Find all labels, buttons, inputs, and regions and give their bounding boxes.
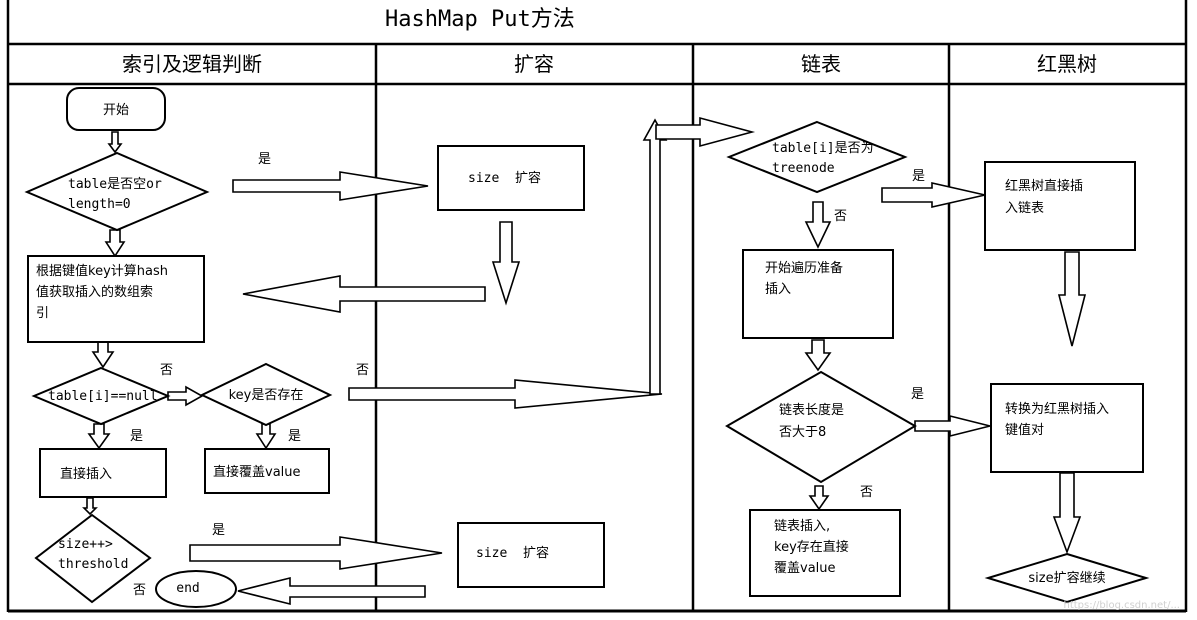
arrow-length-to-convert [914,414,991,438]
lane-header-linked-list: 链表 [801,52,841,76]
svg-text:size 扩容: size 扩容 [476,545,549,561]
svg-text:table[i]是否为: table[i]是否为 [772,141,874,156]
node-length-decision: 链表长度是 否大于8 [725,370,917,484]
arrow-to-list-vertical [642,118,668,395]
arrow-table-empty-to-hash [104,229,126,258]
arrow-start-to-table-empty [107,131,123,154]
arrow-to-treenode-check [655,116,756,148]
arrow-traverse-to-length [804,339,832,372]
lane-header-red-black-tree: 红黑树 [1037,52,1097,76]
svg-text:treenode: treenode [772,161,835,176]
node-end: end [155,570,237,608]
node-overwrite-value: 直接覆盖value [204,448,330,494]
node-resize-continue: size扩容继续 [984,552,1150,604]
arrow-convert-down [1052,472,1082,555]
label-no-key-exists: 否 [356,363,369,378]
node-table-empty-decision: table是否空or length=0 [24,151,210,232]
svg-text:链表长度是: 链表长度是 [779,402,844,418]
lane-header-resize: 扩容 [514,52,554,76]
edge-labels: 是 否 否 是 是 是 否 否 是 是 否 [130,152,925,598]
svg-text:table是否空or: table是否空or [68,177,162,192]
svg-text:size++>: size++> [58,537,113,552]
svg-text:根据键值key计算hash: 根据键值key计算hash [36,263,168,279]
node-list-insert: 链表插入, key存在直接 覆盖value [749,509,901,597]
svg-text:转换为红黑树插入: 转换为红黑树插入 [1005,401,1109,417]
node-direct-insert: 直接插入 [39,448,167,498]
arrow-hash-to-table-null [91,340,115,369]
block-arrows [82,116,1087,606]
arrow-length-to-list-insert [808,485,830,511]
label-no-table-null: 否 [160,363,173,378]
svg-text:链表插入,: 链表插入, [774,519,830,534]
label-yes-treenode: 是 [912,169,925,184]
svg-text:key存在直接: key存在直接 [774,539,849,555]
diagram-title: HashMap Put方法 [385,7,575,32]
node-start: 开始 [66,87,166,131]
label-yes-key-exists: 是 [288,429,301,444]
node-resize-top: size 扩容 [437,145,585,211]
svg-text:开始遍历准备: 开始遍历准备 [765,260,843,276]
svg-text:开始: 开始 [103,103,129,118]
svg-text:直接插入: 直接插入 [60,466,112,482]
arrow-key-exists-to-list-horizontal [348,379,663,409]
arrow-table-null-to-key-exists [167,385,204,407]
label-no-length: 否 [860,485,873,500]
arrow-table-empty-to-resize [232,171,429,201]
label-yes-table-null: 是 [130,429,143,444]
label-yes-table-empty: 是 [258,152,271,167]
node-resize-bottom: size 扩容 [457,522,605,588]
svg-text:插入: 插入 [765,282,791,297]
svg-text:入链表: 入链表 [1005,201,1044,216]
svg-text:否大于8: 否大于8 [779,425,826,440]
node-table-null-decision: table[i]==null [31,366,171,426]
svg-text:覆盖value: 覆盖value [774,561,836,576]
arrow-table-null-to-direct-insert [87,423,111,450]
svg-text:直接覆盖value: 直接覆盖value [213,464,301,480]
node-treenode-decision: table[i]是否为 treenode [726,120,908,194]
svg-text:size扩容继续: size扩容继续 [1028,570,1105,586]
svg-text:值获取插入的数组索: 值获取插入的数组索 [36,284,153,300]
arrow-key-exists-to-overwrite [255,423,277,450]
svg-text:引: 引 [36,306,49,321]
svg-text:length=0: length=0 [68,197,131,212]
arrow-resize-down [491,221,521,306]
label-yes-length: 是 [911,387,924,402]
arrow-direct-insert-to-threshold [82,497,98,516]
svg-text:红黑树直接插: 红黑树直接插 [1005,178,1083,194]
label-yes-threshold: 是 [212,523,225,538]
arrow-resize-back-to-hash [242,275,486,313]
svg-text:threshold: threshold [58,557,128,572]
lane-header-index-logic: 索引及逻辑判断 [122,52,262,76]
node-rbt-insert: 红黑树直接插 入链表 [984,161,1136,251]
svg-text:size 扩容: size 扩容 [468,170,541,186]
node-traverse: 开始遍历准备 插入 [742,249,894,339]
label-no-treenode: 否 [834,209,847,224]
arrow-threshold-to-resize [189,536,443,570]
watermark: https://blog.csdn.net/... [1063,600,1180,611]
arrow-resize-back-to-end [237,576,426,606]
node-convert-rbt: 转换为红黑树插入 键值对 [990,383,1144,473]
arrow-treenode-to-traverse [804,201,832,249]
svg-text:table[i]==null: table[i]==null [48,389,158,404]
svg-text:key是否存在: key是否存在 [229,388,304,403]
svg-text:end: end [176,581,199,596]
node-key-exists-decision: key是否存在 [199,362,333,427]
arrow-treenode-to-rbt [881,181,986,209]
node-hash-index: 根据键值key计算hash 值获取插入的数组索 引 [27,255,205,343]
svg-text:键值对: 键值对 [1005,422,1044,438]
node-threshold-decision: size++> threshold [34,513,152,604]
arrow-rbt-down [1057,251,1087,347]
label-no-threshold: 否 [133,583,146,598]
